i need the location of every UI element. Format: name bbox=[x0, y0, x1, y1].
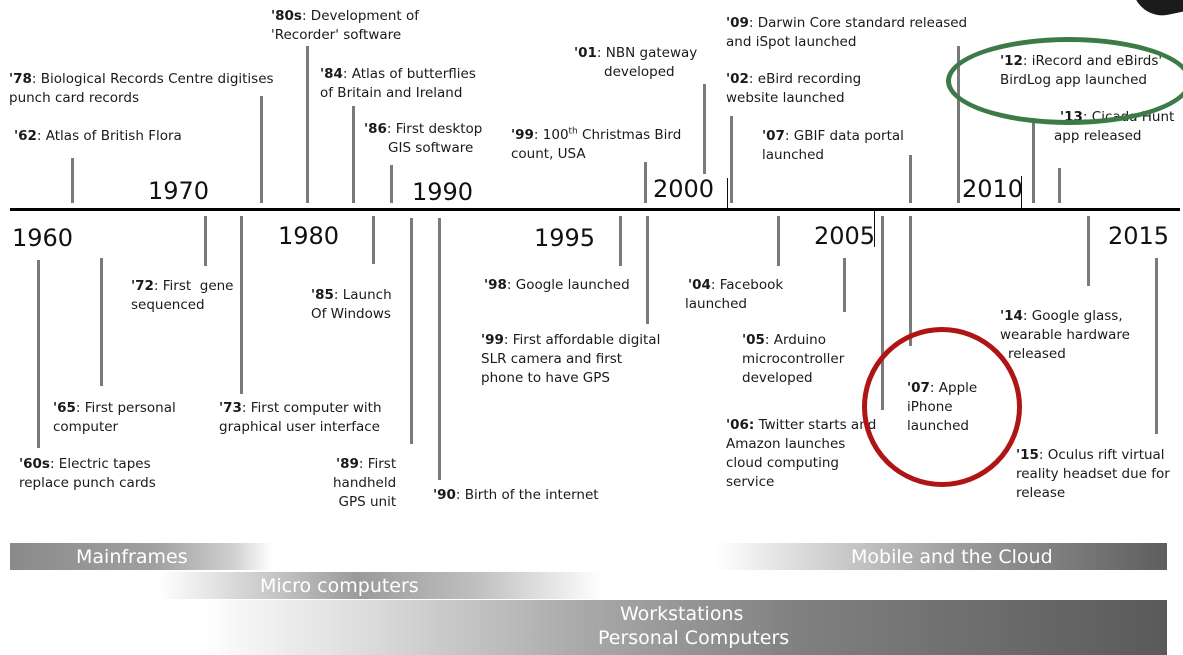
event-60s: '60s: Electric tapes replace punch cards bbox=[19, 456, 156, 491]
tick-09 bbox=[957, 46, 960, 203]
event-90: '90: Birth of the internet bbox=[433, 487, 599, 503]
tick-13 bbox=[1058, 168, 1061, 203]
tick-02 bbox=[730, 116, 733, 203]
event-86: '86: First desktop GIS software bbox=[364, 121, 483, 156]
event-15: '15: Oculus rift virtual reality headset… bbox=[1016, 447, 1170, 501]
event-98: '98: Google launched bbox=[484, 277, 630, 293]
band-mobile-cloud: Mobile and the Cloud bbox=[715, 543, 1167, 570]
tick-01 bbox=[703, 84, 706, 174]
tick-72 bbox=[204, 216, 207, 266]
tick-62 bbox=[71, 158, 74, 203]
year-2015: 2015 bbox=[1108, 222, 1170, 250]
tick-60s bbox=[37, 260, 40, 448]
tick-80s bbox=[306, 46, 309, 203]
event-14: '14: Google glass, wearable hardware rel… bbox=[1000, 308, 1130, 362]
year-1980: 1980 bbox=[278, 222, 340, 250]
year-1990: 1990 bbox=[412, 178, 474, 206]
event-99-christmas: '99: 100th Christmas Bird count, USA bbox=[511, 126, 682, 162]
tick-78 bbox=[260, 96, 263, 203]
event-62: '62: Atlas of British Flora bbox=[14, 128, 182, 144]
year-2010: 2010 bbox=[962, 175, 1024, 203]
tick-98 bbox=[619, 216, 622, 266]
event-84: '84: Atlas of butterflies of Britain and… bbox=[320, 66, 476, 101]
band-workstations: Workstations Personal Computers bbox=[200, 600, 1167, 655]
tick-14 bbox=[1087, 216, 1090, 286]
tick-15 bbox=[1155, 258, 1158, 434]
event-78: '78: Biological Records Centre digitises… bbox=[9, 71, 274, 106]
year-2005-border bbox=[874, 211, 875, 247]
device-corner-decoration bbox=[1132, 0, 1183, 21]
event-72: '72: First gene sequenced bbox=[131, 278, 234, 313]
tick-06 bbox=[881, 216, 884, 410]
tick-99b bbox=[646, 216, 649, 324]
year-2005: 2005 bbox=[814, 222, 876, 250]
year-1970: 1970 bbox=[148, 177, 210, 205]
tick-12 bbox=[1032, 118, 1035, 203]
tick-07a bbox=[909, 216, 912, 346]
tick-85 bbox=[372, 216, 375, 264]
band-workstations-label: Workstations bbox=[620, 603, 744, 625]
tick-05 bbox=[843, 258, 846, 312]
year-1995: 1995 bbox=[534, 224, 596, 252]
year-2000: 2000 bbox=[653, 175, 715, 203]
red-highlight-circle bbox=[862, 327, 1022, 487]
tick-86 bbox=[390, 165, 393, 203]
event-80s: '80s: Development of 'Recorder' software bbox=[271, 8, 419, 43]
band-micro-computers: Micro computers bbox=[158, 572, 603, 599]
event-89: '89: First handheld GPS unit bbox=[333, 456, 397, 510]
band-mobile-cloud-label: Mobile and the Cloud bbox=[851, 546, 1053, 568]
year-1960: 1960 bbox=[12, 224, 74, 252]
tick-99a bbox=[644, 162, 647, 203]
event-02: '02: eBird recording website launched bbox=[726, 71, 862, 106]
event-09: '09: Darwin Core standard released and i… bbox=[726, 15, 968, 50]
event-04: '04: Facebook launched bbox=[685, 277, 784, 312]
event-73: '73: First computer with graphical user … bbox=[219, 400, 382, 435]
tick-04 bbox=[777, 216, 780, 266]
event-05: '05: Arduino microcontroller developed bbox=[742, 332, 845, 386]
event-99-camera: '99: First affordable digital SLR camera… bbox=[481, 332, 661, 386]
timeline-axis bbox=[10, 208, 1180, 211]
tick-84 bbox=[352, 106, 355, 203]
tick-07g bbox=[909, 155, 912, 203]
tick-73 bbox=[240, 216, 243, 394]
event-06: '06: Twitter starts and Amazon launches … bbox=[726, 417, 877, 490]
band-micro-computers-label: Micro computers bbox=[260, 575, 419, 597]
band-mainframes-label: Mainframes bbox=[76, 546, 188, 568]
tick-89 bbox=[410, 218, 413, 444]
year-2010-border bbox=[1021, 176, 1022, 208]
green-highlight-ellipse bbox=[946, 37, 1183, 125]
tick-65 bbox=[100, 258, 103, 386]
tick-90 bbox=[438, 218, 441, 480]
event-07-gbif: '07: GBIF data portal launched bbox=[762, 128, 904, 163]
year-2000-border bbox=[727, 178, 728, 208]
event-85: '85: Launch Of Windows bbox=[311, 287, 392, 322]
band-personal-computers-label: Personal Computers bbox=[598, 627, 790, 649]
event-01: '01: NBN gateway developed bbox=[574, 45, 698, 80]
band-mainframes: Mainframes bbox=[10, 543, 272, 570]
event-65: '65: First personal computer bbox=[53, 400, 176, 435]
